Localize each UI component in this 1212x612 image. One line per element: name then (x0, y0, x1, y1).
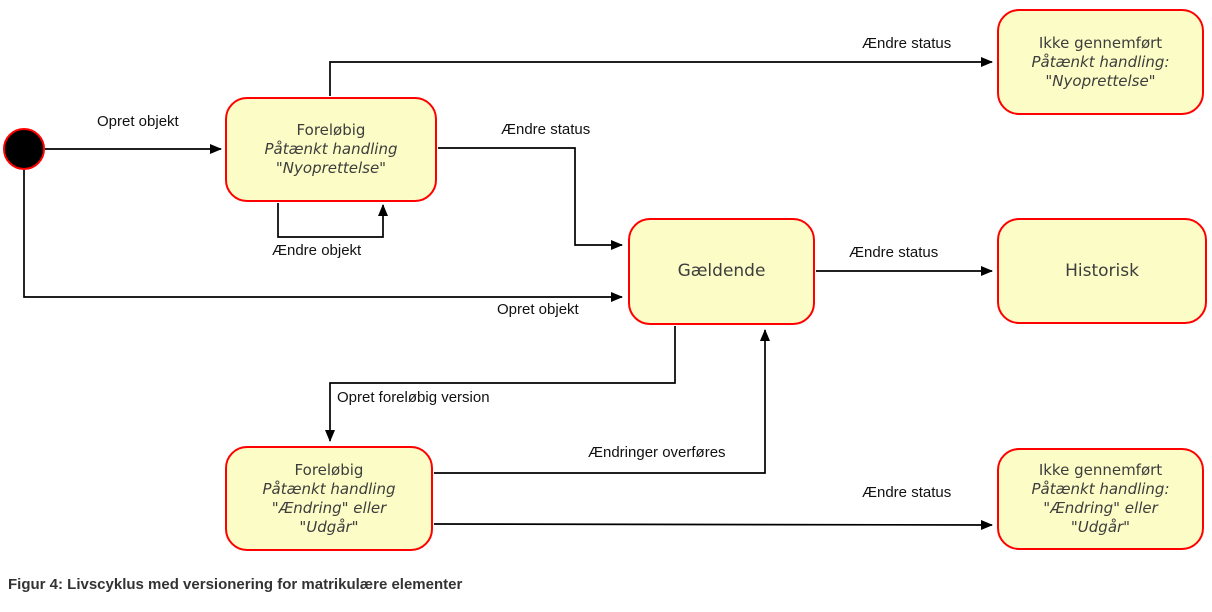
edge-label-aendre-status: Ændre status (501, 121, 591, 138)
edge-label-opret-forelobig-version: Opret foreløbig version (337, 389, 490, 406)
state-action-line: Påtænkt handling (264, 140, 398, 158)
state-name: Foreløbig (296, 121, 366, 139)
state-name: Historisk (1065, 260, 1139, 281)
edge-label-opret-objekt: Opret objekt (497, 301, 579, 318)
transition-forelobig-aendring-to-galdende (434, 329, 770, 474)
state-name: Gældende (677, 261, 766, 281)
transition-galdende-to-forelobig-aendring (325, 326, 676, 442)
edge-label-aendre-status: Ændre status (849, 244, 939, 261)
transition-aendre-objekt-selfloop (277, 203, 388, 238)
state-galdende: Gældende (628, 218, 815, 325)
state-action-line: "Udgår" (299, 517, 359, 536)
state-action-line: "Nyoprettelse" (275, 159, 387, 177)
initial-state-node (3, 128, 45, 170)
state-action-line: Påtænkt handling: (1031, 52, 1170, 71)
edge-label-aendre-status: Ændre status (862, 35, 952, 52)
transition-forelobig-ny-to-galdende (438, 147, 623, 250)
state-forelobig-nyoprettelse: Foreløbig Påtænkt handling "Nyoprettelse… (225, 97, 437, 202)
state-action-line: "Ændring" eller (1043, 499, 1158, 517)
state-action-line: "Nyoprettelse" (1045, 71, 1156, 90)
state-name: Ikke gennemført (1038, 33, 1163, 52)
edge-label-aendringer-overfores: Ændringer overføres (588, 444, 726, 461)
transition-forelobig-aendring-to-ikke-gennemfort (433, 519, 993, 530)
state-action-line: Påtænkt handling (262, 479, 396, 498)
edge-label-opret-objekt: Opret objekt (97, 113, 179, 130)
state-forelobig-aendring-udgar: Foreløbig Påtænkt handling "Ændring" ell… (225, 446, 433, 551)
state-historisk: Historisk (997, 218, 1207, 324)
edge-label-aendre-status: Ændre status (862, 484, 952, 501)
edge-label-aendre-objekt: Ændre objekt (272, 242, 362, 259)
state-name: Foreløbig (294, 460, 364, 479)
state-name: Ikke gennemført (1038, 461, 1163, 479)
transition-forelobig-ny-to-ikke-gennemfort-ny (329, 57, 993, 96)
transition-start-to-galdende (23, 170, 623, 302)
state-action-line: "Udgår" (1070, 518, 1131, 536)
figure-caption: Figur 4: Livscyklus med versionering for… (8, 576, 463, 593)
state-action-line: "Ændring" eller (271, 498, 387, 517)
state-ikke-gennemfort-nyoprettelse: Ikke gennemført Påtænkt handling: "Nyopr… (997, 9, 1204, 115)
state-action-line: Påtænkt handling: (1031, 480, 1170, 498)
state-ikke-gennemfort-aendring-udgar: Ikke gennemført Påtænkt handling: "Ændri… (997, 448, 1204, 550)
